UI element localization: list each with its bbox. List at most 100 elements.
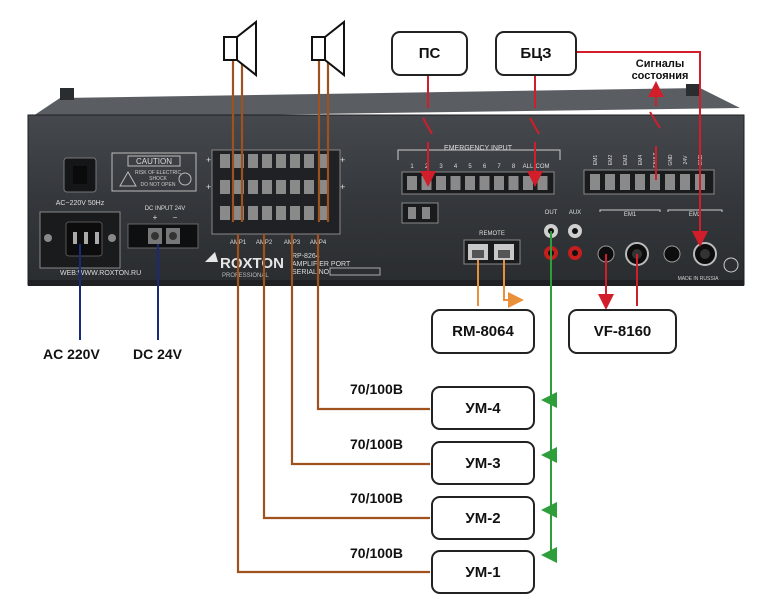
speaker-terminal-screw — [262, 206, 272, 220]
emergency-terminal-screw — [508, 176, 519, 190]
status-terminal-label: EM2 — [608, 155, 614, 166]
emergency-terminal-label: 5 — [468, 164, 472, 170]
svg-text:+: + — [340, 182, 345, 192]
speaker-terminal-screw — [290, 154, 300, 168]
status-terminal-screw — [650, 174, 660, 190]
speaker-terminal-screw — [220, 154, 230, 168]
speaker-terminal-screw — [276, 154, 286, 168]
emergency-terminal-screw — [450, 176, 461, 190]
emergency-terminal-label: 1 — [410, 164, 414, 170]
speaker-terminal-screw — [262, 180, 272, 194]
emergency-input-title: EMERGENCY INPUT — [444, 145, 513, 152]
emergency-terminal-label: 7 — [497, 164, 501, 170]
emergency-terminal-label: COM — [536, 164, 550, 170]
model-number: RP-8264 — [292, 253, 320, 260]
ps-box: ПС — [391, 31, 468, 76]
caution-title: CAUTION — [136, 157, 172, 166]
brand-subtitle: PROFESSIONAL — [222, 273, 269, 279]
speaker-terminal-screw — [304, 154, 314, 168]
speaker-terminal-screw — [290, 180, 300, 194]
certification-mark — [723, 257, 739, 273]
speaker-terminal-block: + + + + — [206, 149, 345, 235]
made-in-text: MADE IN RUSSIA — [678, 276, 720, 282]
emergency-terminal-label: 3 — [439, 164, 443, 170]
dc-24v-label: DC 24V — [133, 346, 183, 362]
website-text: WEB:WWW.ROXTON.RU — [60, 270, 141, 277]
emergency-terminal-label: 6 — [483, 164, 487, 170]
svg-text:+: + — [340, 155, 345, 165]
speaker-terminal-screw — [220, 180, 230, 194]
svg-text:+: + — [206, 155, 211, 165]
status-terminal-screw — [680, 174, 690, 190]
speaker-terminal-screw — [234, 206, 244, 220]
out-label: OUT — [545, 210, 558, 216]
caution-line-3: DO NOT OPEN — [141, 182, 176, 188]
speaker-terminal-screw — [234, 154, 244, 168]
speaker-terminal-screw — [220, 206, 230, 220]
remote-label: REMOTE — [479, 231, 505, 237]
vf-8160-box: VF-8160 — [568, 309, 677, 354]
um4-box: УМ-4 — [431, 386, 535, 430]
voltage-label-um2: 70/100В — [350, 490, 403, 506]
um2-box: УМ-2 — [431, 496, 535, 540]
device-rear-panel — [27, 114, 745, 286]
speaker-terminal-screw — [248, 206, 258, 220]
svg-text:+: + — [206, 182, 211, 192]
status-terminal-screw — [665, 174, 675, 190]
um1-box: УМ-1 — [431, 550, 535, 594]
em2-label: EM2 — [689, 212, 702, 218]
roxton-logo — [205, 252, 218, 262]
em-inputs — [597, 209, 723, 266]
speaker-terminal-screw — [248, 180, 258, 194]
emergency-terminal-screw — [436, 176, 446, 190]
caution-box — [111, 152, 197, 192]
brand-name: ROXTON — [220, 255, 284, 272]
caution-line-2: SHOCK — [149, 176, 167, 182]
device-top — [30, 84, 740, 118]
speaker-terminal-screw — [234, 180, 244, 194]
emergency-terminal-screw — [407, 176, 417, 190]
dc-input-text: DC INPUT 24V — [145, 206, 186, 212]
um3-box: УМ-3 — [431, 441, 535, 485]
speaker-terminal-screw — [276, 206, 286, 220]
status-terminal-screw — [590, 174, 600, 190]
emergency-terminal-screw — [421, 176, 432, 190]
em1-label: EM1 — [624, 212, 637, 218]
dc-minus-text: − — [173, 213, 178, 222]
dc-plus-text: + — [153, 213, 158, 222]
status-terminal-screw — [635, 174, 645, 190]
status-terminal-label: EM4 — [638, 155, 644, 166]
emergency-terminal-screw — [465, 176, 475, 190]
bcz-box: БЦЗ — [495, 31, 577, 76]
emergency-terminal-label: 4 — [454, 164, 458, 170]
speaker-terminal-screw — [304, 206, 314, 220]
emergency-terminal-screw — [523, 176, 533, 190]
speaker-terminal-screw — [318, 154, 328, 168]
speaker-terminal-screw — [290, 206, 300, 220]
ac-rating-text: AC~220V 50Hz — [56, 200, 105, 207]
status-terminal-block — [583, 169, 715, 195]
voltage-label-um1: 70/100В — [350, 545, 403, 561]
caution-line-1: RISK OF ELECTRIC — [135, 170, 182, 176]
dc-terminal — [127, 223, 199, 249]
emergency-terminal-label: 2 — [425, 164, 429, 170]
status-terminal-label: EM3 — [623, 155, 629, 166]
speaker-terminal-screw — [318, 180, 328, 194]
status-terminal-label: EM1 — [593, 155, 599, 166]
speaker-terminal-screw — [262, 154, 272, 168]
line-out-wires — [541, 231, 557, 563]
speaker-icon-1 — [223, 19, 257, 78]
remote-ports — [463, 239, 521, 265]
emergency-terminal-label: 8 — [512, 164, 516, 170]
emergency-terminal-label: ALL — [523, 164, 534, 170]
speaker-terminal-screw — [276, 180, 286, 194]
voltage-label-um3: 70/100В — [350, 436, 403, 452]
speaker-terminal-screw — [304, 180, 314, 194]
rm-8064-box: RM-8064 — [431, 309, 535, 354]
ac-220v-label: AC 220V — [43, 346, 100, 362]
speaker-terminal-screw — [248, 154, 258, 168]
status-terminal-label: GND — [668, 154, 674, 166]
serial-box — [329, 267, 381, 276]
status-wires — [420, 51, 708, 310]
